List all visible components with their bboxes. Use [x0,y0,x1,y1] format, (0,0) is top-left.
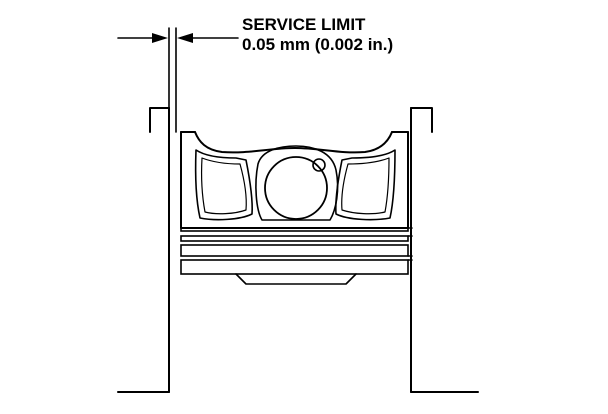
ring-land-3 [180,244,409,257]
piston-left-pocket [194,149,253,221]
callout-value: 0.05 mm (0.002 in.) [242,35,393,54]
right-arrow-head [177,33,193,43]
ring-land-4 [180,259,409,275]
dimension-extension-lines [168,27,177,393]
ring-land-1 [180,227,409,232]
piston [180,131,413,285]
piston-crown [180,131,409,229]
callout-title: SERVICE LIMIT [242,15,366,34]
ring-land-2 [180,235,409,242]
cylinder-wall-right [410,107,479,393]
piston-pin-boss [255,145,339,221]
dimension-arrows [117,33,239,43]
oil-hole [312,158,326,172]
cylinder-wall-left [117,107,170,393]
piston-right-pocket [335,149,396,221]
left-arrow-head [152,33,168,43]
piston-pin-bore [264,156,328,220]
piston-skirt [235,273,357,285]
